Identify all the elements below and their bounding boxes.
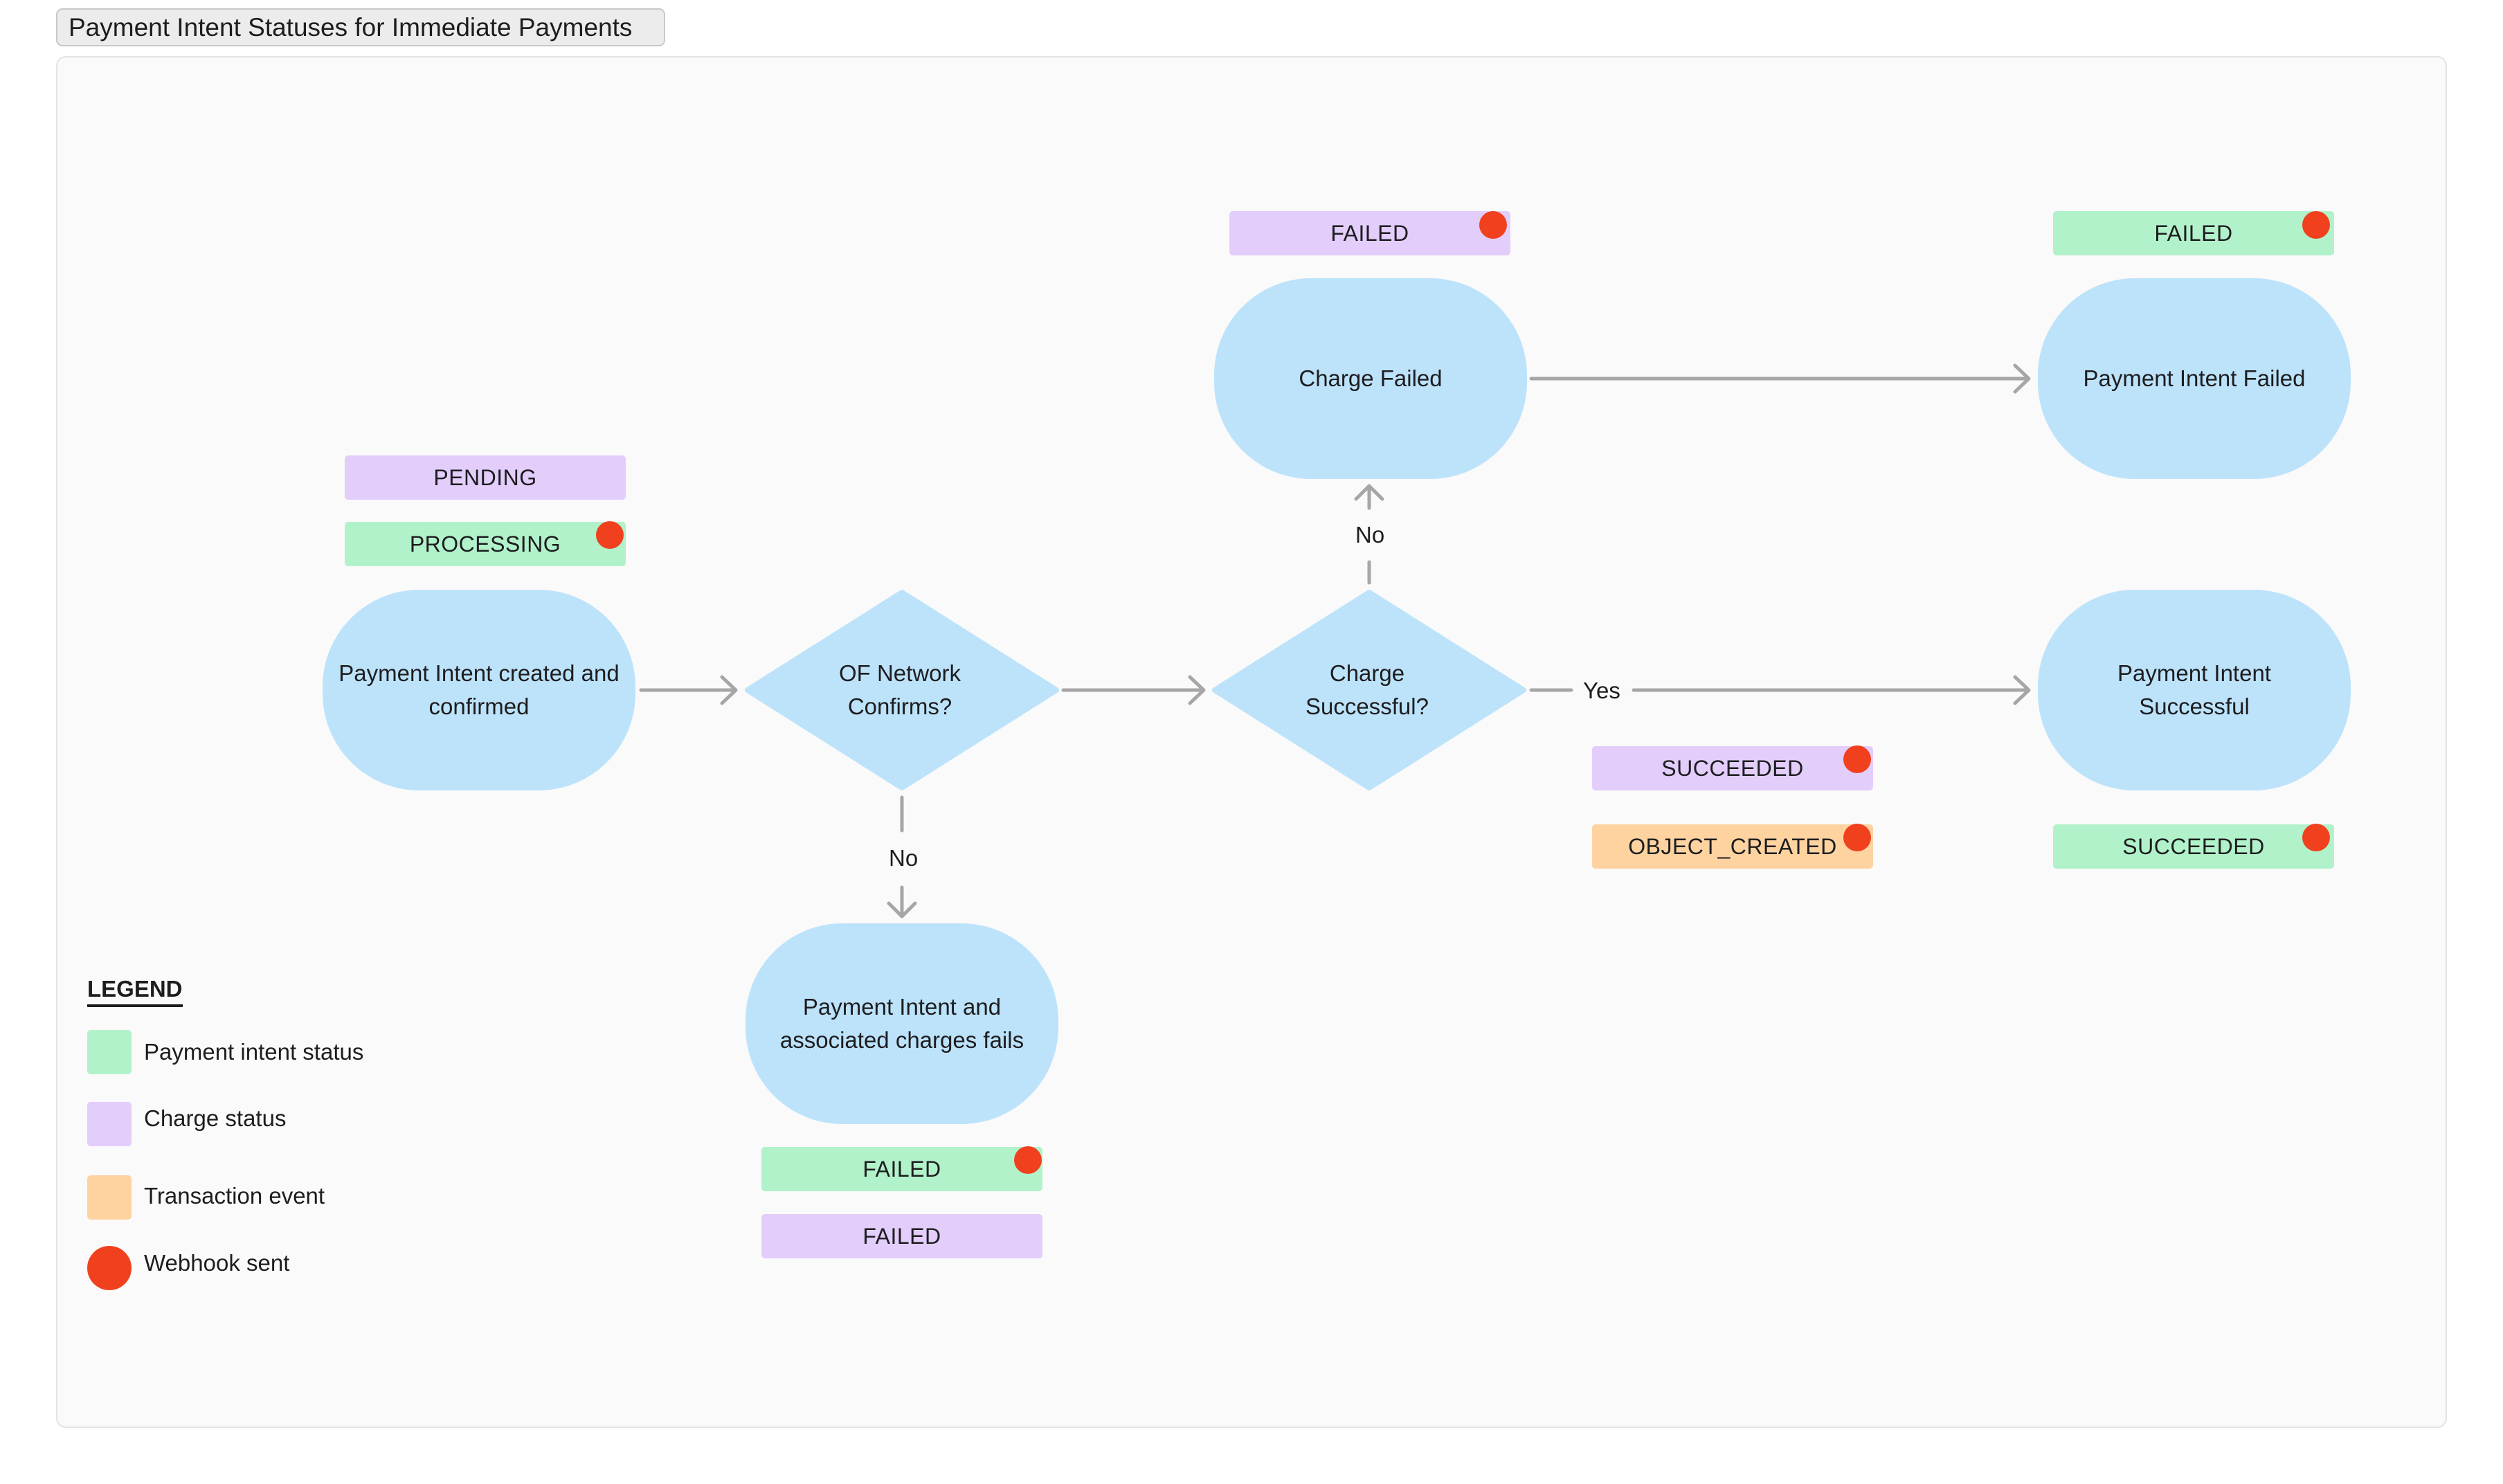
node-pi-created: Payment Intent created and confirmed	[323, 590, 635, 790]
legend-label-charge: Charge status	[144, 1105, 287, 1131]
decision-network-diamond	[745, 590, 1059, 790]
legend-swatch-transaction	[87, 1175, 132, 1220]
legend-label-transaction: Transaction event	[144, 1183, 325, 1209]
decision-charge-diamond	[1212, 590, 1526, 790]
arrow-charge-failed-to-pi-failed	[1529, 363, 2031, 394]
tag-charge-fail-status: FAILED	[761, 1214, 1042, 1258]
webhook-dot	[1479, 211, 1507, 239]
legend-swatch-pi	[87, 1030, 132, 1074]
node-charge-failed: Charge Failed	[1214, 278, 1527, 479]
tag-pi-failed: FAILED	[2053, 211, 2334, 255]
tag-charge-failed: FAILED	[1229, 211, 1510, 255]
tag-object-created: OBJECT_CREATED	[1592, 824, 1873, 869]
frame-title: Payment Intent Statuses for Immediate Pa…	[56, 8, 665, 46]
arrow-created-to-network	[639, 675, 738, 705]
node-pi-successful: Payment Intent Successful	[2038, 590, 2351, 790]
arrow-network-to-charge-check	[1061, 675, 1206, 705]
legend-label-pi: Payment intent status	[144, 1039, 364, 1065]
edge-label-charge-no: No	[1351, 521, 1389, 549]
edge-label-charge-yes: Yes	[1579, 677, 1625, 705]
tag-charge-pending: PENDING	[345, 455, 626, 500]
tag-charge-succeeded: SUCCEEDED	[1592, 746, 1873, 790]
webhook-dot	[1014, 1146, 1042, 1174]
webhook-dot	[2302, 211, 2330, 239]
legend-title: LEGEND	[87, 976, 183, 1007]
arrow-charge-check-to-success	[1529, 675, 2031, 705]
tag-pi-processing: PROCESSING	[345, 522, 626, 566]
legend-label-webhook: Webhook sent	[144, 1250, 290, 1276]
node-pi-failed: Payment Intent Failed	[2038, 278, 2351, 479]
webhook-dot	[2302, 824, 2330, 851]
webhook-dot	[1843, 745, 1871, 773]
legend-webhook-dot	[87, 1246, 132, 1290]
node-pi-fails: Payment Intent and associated charges fa…	[746, 923, 1058, 1124]
tag-pi-succeeded: SUCCEEDED	[2053, 824, 2334, 869]
decision-charge-label: Charge Successful?	[1305, 660, 1429, 719]
legend-swatch-charge	[87, 1102, 132, 1146]
arrow-network-to-pi-fails	[887, 795, 917, 919]
webhook-dot	[596, 521, 624, 549]
decision-network-label: OF Network Confirms?	[838, 660, 961, 719]
webhook-dot	[1843, 824, 1871, 851]
tag-pi-fail-status: FAILED	[761, 1147, 1042, 1191]
edge-label-network-no: No	[885, 844, 923, 872]
arrow-charge-check-to-charge-failed	[1354, 484, 1384, 585]
